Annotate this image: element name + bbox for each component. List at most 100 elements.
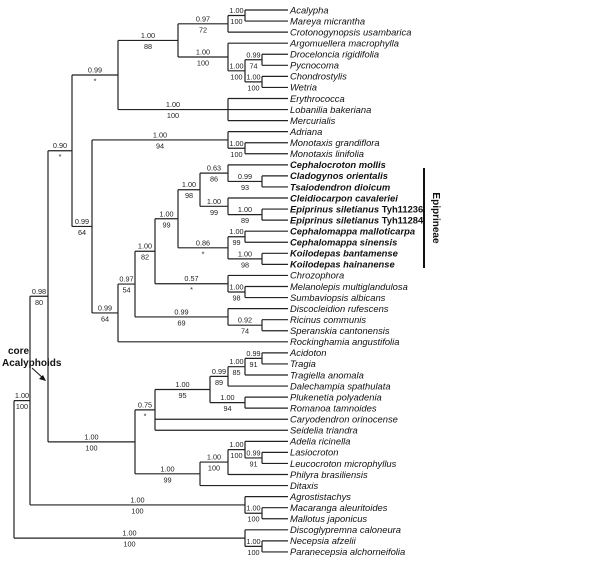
taxon-label: Macaranga aleuritoides xyxy=(290,502,388,513)
support-bs: 64 xyxy=(78,228,86,237)
support-bs: 100 xyxy=(167,111,179,120)
taxon-label: Melanolepis multiglandulosa xyxy=(290,281,408,292)
taxon-label: Erythrococca xyxy=(290,93,345,104)
support-bs: 100 xyxy=(131,506,143,515)
support-pp: 1.00 xyxy=(166,100,180,109)
taxon-label: Epiprinus siletianus Tyh11236 xyxy=(290,203,423,214)
taxon-label: Lobanilia bakeriana xyxy=(290,104,371,115)
support-bs: 64 xyxy=(101,314,109,323)
support-bs: 94 xyxy=(223,404,231,413)
support-pp: 0.57 xyxy=(184,274,198,283)
support-pp: 0.90 xyxy=(53,141,67,150)
support-pp: 1.00 xyxy=(229,357,243,366)
taxon-label: Discocleidion rufescens xyxy=(290,303,389,314)
support-pp: 1.00 xyxy=(229,139,243,148)
taxon-label: Koilodepas hainanense xyxy=(290,259,395,270)
taxon-label: Pycnocoma xyxy=(290,60,339,71)
support-pp: 1.00 xyxy=(229,6,243,15)
taxon-label: Cephalomappa sinensis xyxy=(290,237,397,248)
taxon-label: Cleidiocarpon cavaleriei xyxy=(290,192,398,203)
support-pp: 1.00 xyxy=(84,432,98,441)
support-bs: 89 xyxy=(215,378,223,387)
support-bs: 69 xyxy=(177,318,185,327)
support-pp: 0.99 xyxy=(88,65,102,74)
support-pp: 1.00 xyxy=(15,391,29,400)
taxon-label: Mercurialis xyxy=(290,115,336,126)
support-pp: 0.99 xyxy=(174,307,188,316)
support-pp: 0.99 xyxy=(238,172,252,181)
taxon-label: Mallotus japonicus xyxy=(290,513,367,524)
taxon-label: Agrostistachys xyxy=(289,491,351,502)
support-pp: 1.00 xyxy=(229,283,243,292)
support-bs: 86 xyxy=(210,175,218,184)
taxon-label: Discoglypremna caloneura xyxy=(290,524,401,535)
support-bs: * xyxy=(144,411,147,420)
support-bs: 99 xyxy=(210,208,218,217)
support-bs: 98 xyxy=(185,191,193,200)
support-pp: 0.99 xyxy=(246,50,260,59)
support-pp: 1.00 xyxy=(207,197,221,206)
support-bs: 82 xyxy=(141,253,149,262)
support-pp: 1.00 xyxy=(182,180,196,189)
core-label-line2: Acalyphoids xyxy=(2,358,62,369)
support-bs: 89 xyxy=(241,216,249,225)
taxon-label: Sumbaviopsis albicans xyxy=(290,292,386,303)
taxon-label: Cephalocroton mollis xyxy=(290,159,386,170)
taxon-label: Tsaiodendron dioicum xyxy=(290,181,390,192)
taxon-label: Necepsia afzelii xyxy=(290,535,357,546)
taxon-label: Cephalomappa malloticarpa xyxy=(290,226,415,237)
support-pp: 1.00 xyxy=(207,453,221,462)
support-bs: 99 xyxy=(162,220,170,229)
support-pp: 1.00 xyxy=(159,209,173,218)
support-bs: 100 xyxy=(230,150,242,159)
epiprineae-label: Epiprineae xyxy=(430,192,441,244)
support-pp: 0.75 xyxy=(138,400,152,409)
taxon-label: Mareya micrantha xyxy=(290,15,365,26)
support-values: 1.001000.97720.99741.001001.001001.00100… xyxy=(15,6,261,557)
support-pp: 0.92 xyxy=(238,316,252,325)
epiprineae-group-marker: Epiprineae xyxy=(423,168,441,268)
taxon-label: Monotaxis linifolia xyxy=(290,148,364,159)
support-pp: 1.00 xyxy=(246,504,260,513)
support-bs: 100 xyxy=(123,540,135,549)
support-bs: 93 xyxy=(241,183,249,192)
taxon-label: Droceloncia rigidifolia xyxy=(290,49,379,60)
support-bs: 85 xyxy=(232,368,240,377)
support-pp: 0.99 xyxy=(212,367,226,376)
taxon-label: Tragia xyxy=(290,358,316,369)
support-pp: 1.00 xyxy=(238,249,252,258)
support-bs: * xyxy=(202,249,205,258)
support-bs: 100 xyxy=(247,548,259,557)
support-bs: 74 xyxy=(241,327,249,336)
support-pp: 1.00 xyxy=(246,72,260,81)
taxon-label: Seidelia triandra xyxy=(290,425,358,436)
taxon-label: Tragiella anomala xyxy=(290,369,364,380)
support-bs: * xyxy=(190,285,193,294)
taxon-label: Acidoton xyxy=(289,347,326,358)
taxon-label: Crotonogynopsis usambarica xyxy=(290,26,411,37)
support-bs: 95 xyxy=(178,391,186,400)
taxon-label: Paranecepsia alchorneifolia xyxy=(290,546,405,557)
taxon-label: Philyra brasiliensis xyxy=(290,469,368,480)
support-pp: 1.00 xyxy=(130,495,144,504)
taxon-label: Plukenetia polyadenia xyxy=(290,391,382,402)
support-pp: 1.00 xyxy=(141,31,155,40)
support-pp: 1.00 xyxy=(220,393,234,402)
support-bs: * xyxy=(59,152,62,161)
support-pp: 1.00 xyxy=(138,242,152,251)
support-bs: 98 xyxy=(241,260,249,269)
support-bs: 100 xyxy=(230,17,242,26)
taxon-label: Speranskia cantonensis xyxy=(290,325,390,336)
support-bs: 91 xyxy=(249,360,257,369)
support-bs: 100 xyxy=(230,451,242,460)
core-label-line1: core xyxy=(8,346,30,357)
support-pp: 0.63 xyxy=(207,164,221,173)
support-bs: 99 xyxy=(163,475,171,484)
support-bs: * xyxy=(94,76,97,85)
support-bs: 100 xyxy=(247,83,259,92)
support-bs: 88 xyxy=(144,42,152,51)
taxon-label: Monotaxis grandiflora xyxy=(290,137,380,148)
taxon-label: Chrozophora xyxy=(290,270,344,281)
